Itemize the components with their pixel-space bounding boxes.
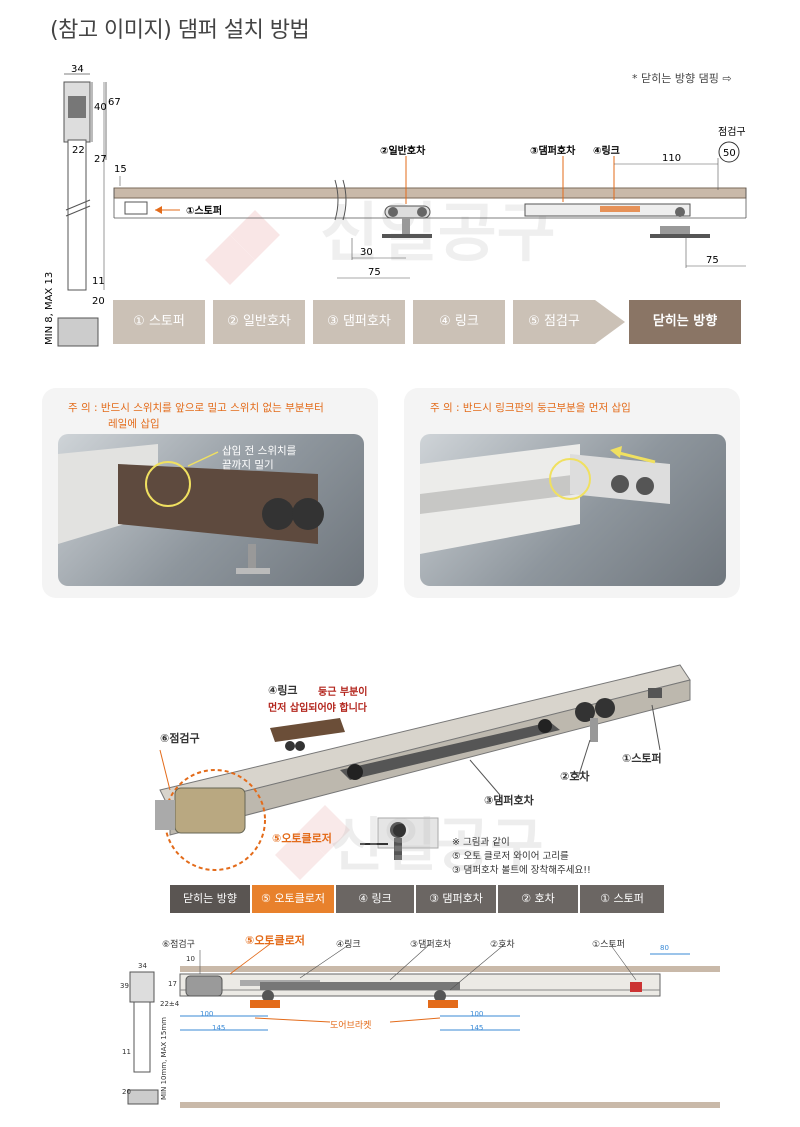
note-line-2: ⑤ 오토 클로저 와이어 고리를 — [452, 851, 569, 862]
label-stopper: ①스토퍼 — [186, 204, 222, 217]
bottom-dim-22: 22±4 — [160, 1000, 180, 1008]
mid-label-roller: ②호차 — [560, 770, 590, 783]
caution-line-1: 주 의 : 반드시 스위치를 앞으로 밀고 스위치 없는 부분부터 — [68, 402, 324, 414]
caution-line-2: 레일에 삽입 — [108, 418, 160, 430]
bubble-line-2: 끝까지 밀기 — [222, 459, 274, 471]
round-note-1: 둥근 부분이 — [318, 687, 368, 698]
page-title: (참고 이미지) 댐퍼 설치 방법 — [50, 18, 310, 43]
watermark-logo-icon — [205, 210, 280, 285]
dim-67: 67 — [108, 97, 121, 108]
round-note-2: 먼저 삽입되어야 합니다 — [268, 703, 367, 714]
mid-label-check: ⑥점검구 — [160, 732, 200, 745]
caution-panel-left: 주 의 : 반드시 스위치를 앞으로 밀고 스위치 없는 부분부터 레일에 삽입… — [42, 388, 378, 598]
bottom-label-stopper: ①스토퍼 — [592, 940, 625, 950]
bottom-dimension-diagram — [127, 943, 720, 1108]
check-label: 점검구 — [718, 126, 746, 138]
check-circle-icon — [718, 141, 740, 163]
check-number: 50 — [723, 148, 736, 159]
step-link: ④ 링크 — [413, 300, 505, 344]
step2-closing-direction: 닫히는 방향 — [170, 885, 250, 913]
bottom-dim-39: 39 — [120, 982, 129, 990]
bottom-dim-20: 20 — [122, 1088, 131, 1096]
dim-22: 22 — [72, 145, 85, 156]
dim-15: 15 — [114, 164, 127, 175]
bottom-dim-100-right: 100 — [470, 1010, 484, 1018]
bottom-dim-145-right: 145 — [470, 1024, 484, 1032]
assembly-illustration: 신일공구 — [155, 664, 691, 880]
bottom-dim-80: 80 — [660, 944, 669, 952]
step2-damper-roller: ③ 댐퍼호차 — [416, 885, 496, 913]
step-stopper: ① 스토퍼 — [113, 300, 205, 344]
watermark-text: 신일공구 — [320, 197, 556, 271]
rail — [113, 187, 747, 199]
mid-label-damper-roller: ③댐퍼호차 — [484, 794, 534, 807]
watermark-logo-icon-2 — [275, 805, 350, 880]
mid-label-link: ④링크 — [268, 684, 298, 697]
dim-20: 20 — [92, 296, 105, 307]
step-normal-roller: ② 일반호차 — [213, 300, 305, 344]
note-line-3: ③ 댐퍼호차 볼트에 장착해주세요!! — [452, 865, 591, 876]
bottom-label-door-bracket: 도어브라켓 — [330, 1021, 372, 1031]
bottom-label-check: ⑥점검구 — [162, 940, 195, 950]
step2-auto-closer: ⑤ 오토클로저 — [252, 885, 334, 913]
normal-roller-part — [382, 205, 432, 238]
label-damper-roller: ③댐퍼호차 — [530, 144, 576, 157]
mid-install-note: ※ 그림과 같이 ⑤ 오토 클로저 와이어 고리를 ③ 댐퍼호차 볼트에 장착해… — [452, 836, 591, 878]
dim-min-max: MIN 8, MAX 13 — [44, 272, 55, 345]
stopper-part — [124, 201, 148, 215]
bottom-label-auto-closer: ⑤오토클로저 — [245, 934, 305, 947]
photo-switch-insert: 삽입 전 스위치를 끝까지 밀기 — [58, 434, 364, 586]
watermark-text-2: 신일공구 — [330, 811, 543, 879]
note-line-1: ※ 그림과 같이 — [452, 837, 510, 848]
caution-text-left: 주 의 : 반드시 스위치를 앞으로 밀고 스위치 없는 부분부터 레일에 삽입 — [68, 400, 324, 432]
dim-75-right: 75 — [706, 255, 719, 266]
bottom-dim-10: 10 — [186, 955, 195, 963]
bubble-text: 삽입 전 스위치를 끝까지 밀기 — [222, 444, 296, 472]
step-check: ⑤ 점검구 — [513, 300, 595, 344]
mid-round-note: 둥근 부분이 — [318, 686, 367, 699]
step-arrow-head-icon — [595, 300, 625, 344]
mid-label-stopper: ①스토퍼 — [622, 752, 662, 765]
dim-75-left: 75 — [368, 267, 381, 278]
label-normal-roller: ②일반호차 — [380, 144, 426, 157]
step-closing-direction: 닫히는 방향 — [629, 300, 741, 344]
step-damper-roller: ③ 댐퍼호차 — [313, 300, 405, 344]
damper-roller-part — [524, 203, 710, 238]
dim-34: 34 — [71, 64, 84, 75]
bubble-line-1: 삽입 전 스위치를 — [222, 445, 297, 457]
bottom-dim-17: 17 — [168, 980, 177, 988]
bottom-label-damper-roller: ③댐퍼호차 — [410, 940, 452, 950]
dim-110: 110 — [662, 153, 681, 164]
mid-label-auto-closer: ⑤오토클로저 — [272, 832, 332, 845]
bottom-label-link: ④링크 — [336, 940, 361, 950]
bottom-dim-100-left: 100 — [200, 1010, 214, 1018]
label-link: ④링크 — [593, 145, 620, 157]
dim-40: 40 — [94, 102, 107, 113]
side-profile — [57, 73, 107, 347]
bottom-label-roller: ②호차 — [490, 940, 515, 950]
top-installation-diagram: 신일공구 34 40 67 22 27 11 20 MIN 8, MAX 13 … — [44, 64, 747, 347]
dim-27: 27 — [94, 154, 107, 165]
bottom-dim-145-left: 145 — [212, 1024, 226, 1032]
dim-30: 30 — [360, 247, 373, 258]
step2-link: ④ 링크 — [336, 885, 414, 913]
bottom-dim-34: 34 — [138, 962, 147, 970]
dim-11: 11 — [92, 276, 105, 287]
step2-stopper: ① 스토퍼 — [580, 885, 664, 913]
caution-panel-right: 주 의 : 반드시 링크판의 둥근부분을 먼저 삽입 — [404, 388, 740, 598]
photo-link-insert — [420, 434, 726, 586]
step2-roller: ② 호차 — [498, 885, 578, 913]
bottom-dim-11: 11 — [122, 1048, 131, 1056]
caution-text-right: 주 의 : 반드시 링크판의 둥근부분을 먼저 삽입 — [430, 402, 631, 414]
bottom-dim-min-max: MIN 10mm, MAX 15mm — [160, 1017, 168, 1100]
damping-direction-note: * 닫히는 방향 댐핑 ⇨ — [632, 72, 732, 85]
